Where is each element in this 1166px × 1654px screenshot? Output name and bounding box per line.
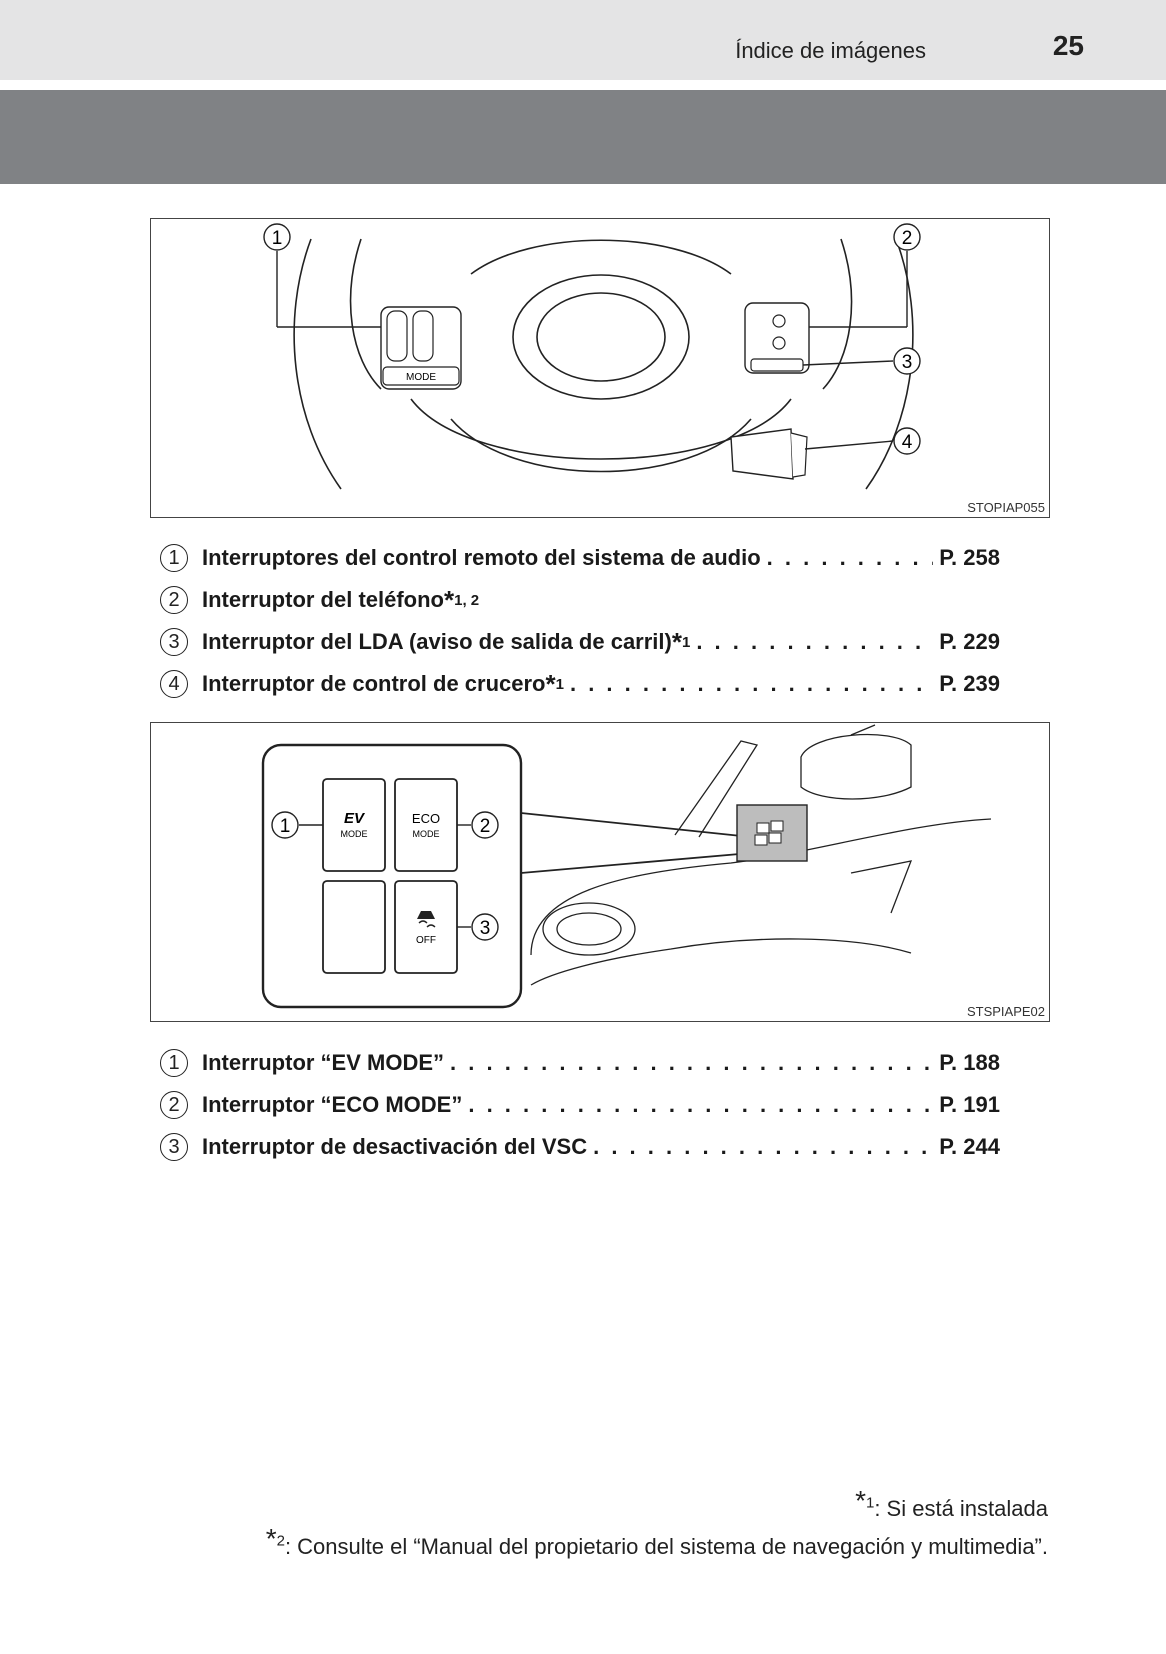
callout-3: 3	[471, 913, 499, 941]
dot-leader: . . . . . . . . . . . . . . . . . . . . …	[766, 545, 934, 570]
svg-text:1: 1	[272, 228, 283, 249]
footnote-ref: 1	[681, 633, 691, 651]
callout-2: 2	[471, 811, 499, 839]
list-steering-switches: 1 Interruptores del control remoto del s…	[160, 537, 1000, 705]
item-page-ref: P. 188	[939, 1050, 1000, 1075]
vsc-off-switch: OFF	[394, 880, 458, 974]
skid-car-icon	[417, 911, 435, 919]
callout-1: 1	[263, 223, 291, 251]
console-switches-figure: EV MODE ECO MODE OFF	[150, 722, 1050, 1022]
list-item: 1 Interruptores del control remoto del s…	[160, 537, 1000, 579]
svg-text:2: 2	[480, 816, 491, 837]
section-title: Índice de imágenes	[735, 38, 926, 63]
svg-text:3: 3	[902, 352, 913, 373]
eco-mode-label: MODE	[413, 829, 440, 839]
page-number: 25	[1052, 30, 1084, 61]
dot-leader: . . . . . . . . . . . . . . . . . . . . …	[450, 1050, 933, 1075]
dot-leader: . . . . . . . . . . . . . . . . . . . . …	[593, 1134, 933, 1159]
svg-text:3: 3	[480, 918, 491, 939]
footnote-star: *	[265, 1523, 277, 1554]
svg-text:4: 4	[902, 432, 913, 453]
item-label: Interruptor “ECO MODE”	[202, 1092, 463, 1117]
footnote-text: : Si está instalada	[874, 1496, 1048, 1521]
item-number: 4	[160, 670, 188, 698]
callout-lines	[276, 251, 908, 450]
audio-switch-cluster: MODE	[380, 306, 462, 390]
footnote-text: : Consulte el “Manual del propietario de…	[284, 1534, 1048, 1559]
steering-wheel-figure: MODE 1 2 3	[150, 218, 1050, 518]
blank-switch	[322, 880, 386, 974]
eco-label: ECO	[412, 811, 440, 826]
steering-wheel-illustration: MODE 1 2 3	[263, 223, 921, 490]
list-item: 4 Interruptor de control de crucero *1 .…	[160, 663, 1000, 705]
svg-text:1: 1	[280, 816, 291, 837]
item-label: Interruptor del LDA (aviso de salida de …	[202, 629, 672, 654]
list-item: 3 Interruptor de desactivación del VSC .…	[160, 1126, 1000, 1168]
footnote-ref: 1	[555, 675, 564, 693]
list-item: 3 Interruptor del LDA (aviso de salida d…	[160, 621, 1000, 663]
dot-leader: . . . . . . . . . . . . . . . . . . . . …	[468, 1092, 934, 1117]
console-body	[530, 724, 992, 986]
item-page-ref: P. 229	[939, 629, 1000, 654]
item-number: 3	[160, 1133, 188, 1161]
callout-lines	[299, 824, 471, 928]
item-label: Interruptor de control de crucero	[202, 671, 546, 696]
ev-label: EV	[344, 810, 366, 827]
item-label: Interruptor de desactivación del VSC	[202, 1134, 588, 1159]
dot-leader: . . . . . . . . . . . . . . . . . . . . …	[569, 671, 933, 696]
list-console-switches: 1 Interruptor “EV MODE” . . . . . . . . …	[160, 1042, 1000, 1168]
figure-code: STOPIAP055	[967, 500, 1045, 515]
header-divider	[0, 80, 1166, 90]
footnote-ref: 1, 2	[454, 591, 480, 609]
item-label: Interruptores del control remoto del sis…	[202, 545, 761, 570]
list-item: 1 Interruptor “EV MODE” . . . . . . . . …	[160, 1042, 1000, 1084]
vsc-off-label: OFF	[416, 935, 436, 946]
item-number: 1	[160, 544, 188, 572]
dot-leader: . . . . . . . . . . . . . . . . . . . . …	[696, 629, 933, 654]
ev-mode-label: MODE	[341, 829, 368, 839]
mode-button-label: MODE	[406, 372, 436, 383]
item-number: 1	[160, 1049, 188, 1077]
section-band	[0, 90, 1166, 184]
footnote-2: *2: Consulte el “Manual del propietario …	[266, 1524, 1048, 1562]
footnote-number: 2	[276, 1532, 285, 1550]
list-item: 2 Interruptor “ECO MODE” . . . . . . . .…	[160, 1084, 1000, 1126]
item-number: 2	[160, 586, 188, 614]
item-label: Interruptor “EV MODE”	[202, 1050, 445, 1075]
svg-text:2: 2	[902, 228, 913, 249]
console-illustration: EV MODE ECO MODE OFF	[261, 724, 992, 1009]
callout-1: 1	[271, 811, 299, 839]
footnote-number: 1	[865, 1494, 875, 1512]
zoom-connectors	[520, 812, 752, 874]
switch-panel-closeup	[261, 743, 523, 1009]
item-number: 3	[160, 628, 188, 656]
item-page-ref: P. 191	[939, 1092, 1000, 1117]
item-label: Interruptor del teléfono	[202, 587, 444, 612]
item-page-ref: P. 239	[939, 671, 1000, 696]
cruise-control-lever	[730, 428, 808, 480]
footnote-1: *1: Si está instalada	[266, 1486, 1048, 1524]
footnote-star: *	[855, 1485, 866, 1516]
callout-2: 2	[893, 223, 921, 251]
item-page-ref: P. 258	[939, 545, 1000, 570]
figure-code: STSPIAPE02	[966, 1004, 1045, 1019]
eco-mode-switch: ECO MODE	[394, 778, 458, 872]
callout-4: 4	[893, 427, 921, 455]
phone-lda-switch-cluster	[744, 302, 810, 374]
ev-mode-switch: EV MODE	[322, 778, 386, 872]
list-item: 2 Interruptor del teléfono *1, 2	[160, 579, 1000, 621]
callout-3: 3	[893, 347, 921, 375]
header-band	[0, 0, 1166, 80]
item-page-ref: P. 244	[939, 1134, 1000, 1159]
item-number: 2	[160, 1091, 188, 1119]
footnotes: *1: Si está instalada *2: Consulte el “M…	[266, 1486, 1048, 1562]
